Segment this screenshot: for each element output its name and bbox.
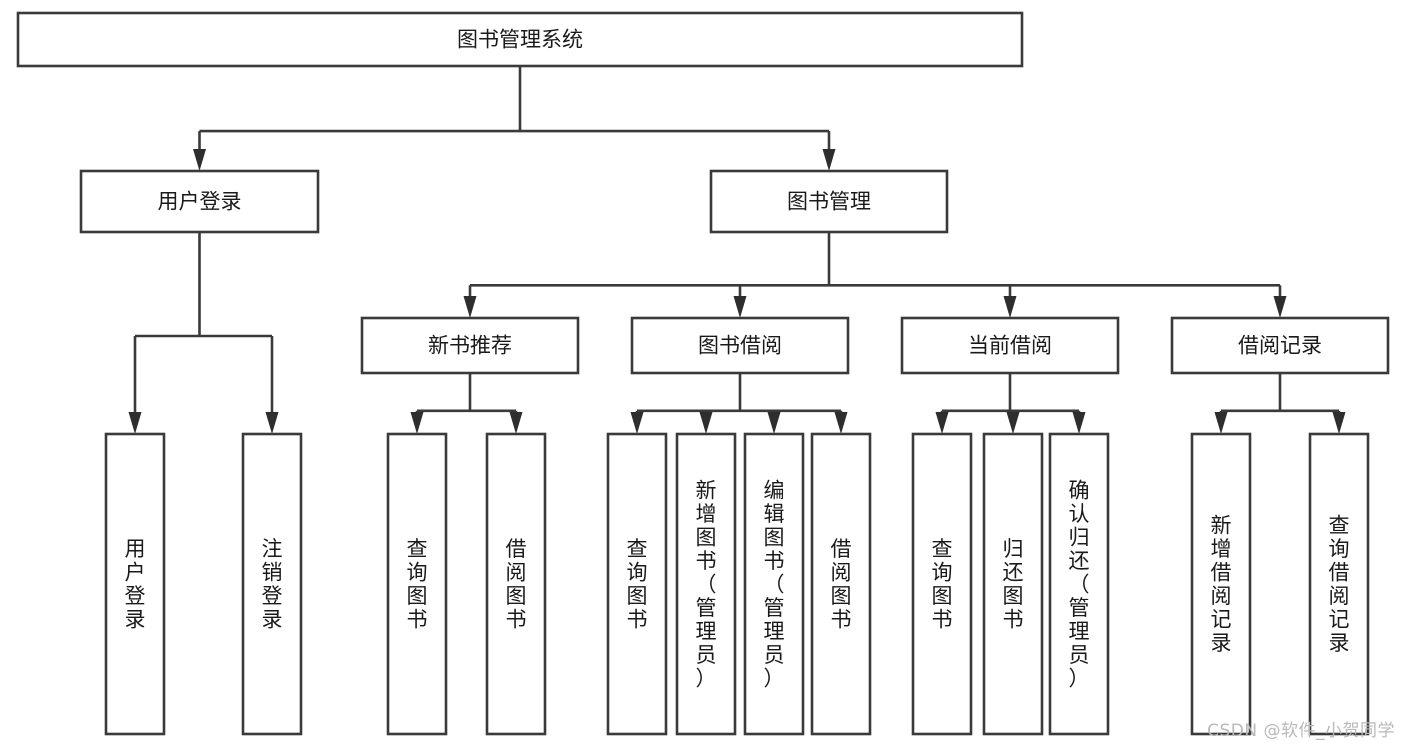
edge-group-current-borrow <box>935 373 1086 434</box>
node-leaf-borrow-book-2[interactable]: 借阅图书 <box>810 432 872 736</box>
node-label: 查询图书 <box>407 537 428 632</box>
arrow-head-icon <box>834 412 848 434</box>
node-label: 归还图书 <box>1003 537 1024 632</box>
node-label: 新增借阅记录 <box>1211 514 1232 656</box>
edges-layer <box>128 66 1346 434</box>
node-box <box>630 316 850 375</box>
nodes-layer: 图书管理系统用户登录图书管理新书推荐图书借阅当前借阅借阅记录用户登录注销登录查询… <box>16 11 1390 736</box>
node-box <box>709 169 949 234</box>
node-leaf-return-book[interactable]: 归还图书 <box>982 432 1044 736</box>
arrow-head-icon <box>733 296 747 318</box>
node-leaf-query-book-2[interactable]: 查询图书 <box>606 432 668 736</box>
node-box <box>1170 316 1390 375</box>
node-label: 注销登录 <box>262 537 283 632</box>
node-box <box>16 11 1024 68</box>
node-leaf-confirm-return[interactable]: 确认归还（管理员） <box>1048 432 1110 736</box>
node-label: 借阅记录 <box>1238 334 1322 358</box>
node-box <box>743 432 805 736</box>
node-box <box>1048 432 1110 736</box>
node-box <box>386 432 448 736</box>
node-leaf-borrow-book-1[interactable]: 借阅图书 <box>485 432 547 736</box>
node-book-borrow[interactable]: 图书借阅 <box>630 316 850 375</box>
node-box <box>810 432 872 736</box>
arrow-head-icon <box>463 296 477 318</box>
arrow-head-icon <box>509 412 523 434</box>
arrow-head-icon <box>1273 296 1287 318</box>
arrow-head-icon <box>935 412 949 434</box>
arrow-head-icon <box>128 412 142 434</box>
edge-group-book-manage <box>463 232 1287 318</box>
node-borrow-record[interactable]: 借阅记录 <box>1170 316 1390 375</box>
node-box <box>675 432 737 736</box>
node-new-book-rec[interactable]: 新书推荐 <box>360 316 580 375</box>
arrow-head-icon <box>193 149 206 171</box>
edge-group-book-borrow <box>630 373 848 434</box>
node-box <box>360 316 580 375</box>
node-box <box>104 432 166 736</box>
node-box <box>79 169 320 234</box>
node-label: 图书管理系统 <box>457 28 583 52</box>
node-leaf-logout[interactable]: 注销登录 <box>241 432 303 736</box>
node-leaf-add-book[interactable]: 新增图书（管理员） <box>675 432 737 736</box>
arrow-head-icon <box>410 412 424 434</box>
node-label: 查询图书 <box>932 537 953 632</box>
node-user-login[interactable]: 用户登录 <box>79 169 320 234</box>
arrow-head-icon <box>767 412 781 434</box>
arrow-head-icon <box>630 412 644 434</box>
node-box <box>1190 432 1252 736</box>
node-current-borrow[interactable]: 当前借阅 <box>900 316 1120 375</box>
node-label: 新书推荐 <box>428 334 512 358</box>
arrow-head-icon <box>1072 412 1086 434</box>
node-leaf-query-book-1[interactable]: 查询图书 <box>386 432 448 736</box>
node-label: 编辑图书（管理员） <box>764 478 785 690</box>
arrow-head-icon <box>1332 412 1346 434</box>
node-label: 查询借阅记录 <box>1329 514 1350 656</box>
edge-group-root <box>193 66 836 171</box>
node-leaf-add-record[interactable]: 新增借阅记录 <box>1190 432 1252 736</box>
arrow-head-icon <box>1003 296 1017 318</box>
node-root[interactable]: 图书管理系统 <box>16 11 1024 68</box>
node-label: 图书管理 <box>787 190 871 214</box>
node-box <box>982 432 1044 736</box>
node-box <box>911 432 973 736</box>
node-box <box>606 432 668 736</box>
node-box <box>900 316 1120 375</box>
node-label: 新增图书（管理员） <box>696 478 717 690</box>
node-box <box>1308 432 1370 736</box>
node-label: 图书借阅 <box>698 334 782 358</box>
node-leaf-edit-book[interactable]: 编辑图书（管理员） <box>743 432 805 736</box>
node-label: 用户登录 <box>125 537 146 632</box>
node-label: 查询图书 <box>627 537 648 632</box>
arrow-head-icon <box>822 149 836 171</box>
node-book-manage[interactable]: 图书管理 <box>709 169 949 234</box>
node-label: 当前借阅 <box>968 334 1052 358</box>
node-label: 用户登录 <box>158 190 242 214</box>
node-label: 确认归还（管理员） <box>1069 478 1090 690</box>
node-label: 借阅图书 <box>831 537 852 632</box>
node-leaf-query-book-3[interactable]: 查询图书 <box>911 432 973 736</box>
edge-group-borrow-record <box>1214 373 1346 434</box>
node-leaf-user-login[interactable]: 用户登录 <box>104 432 166 736</box>
arrow-head-icon <box>699 412 713 434</box>
arrow-head-icon <box>1006 412 1020 434</box>
arrow-head-icon <box>1214 412 1228 434</box>
watermark-text: CSDN @软件_小贺同学 <box>1207 721 1395 741</box>
arrow-head-icon <box>265 412 279 434</box>
node-leaf-query-record[interactable]: 查询借阅记录 <box>1308 432 1370 736</box>
edge-group-new-book-rec <box>410 373 523 434</box>
node-box <box>241 432 303 736</box>
node-label: 借阅图书 <box>506 537 527 632</box>
edge-group-user-login <box>128 232 279 434</box>
node-box <box>485 432 547 736</box>
